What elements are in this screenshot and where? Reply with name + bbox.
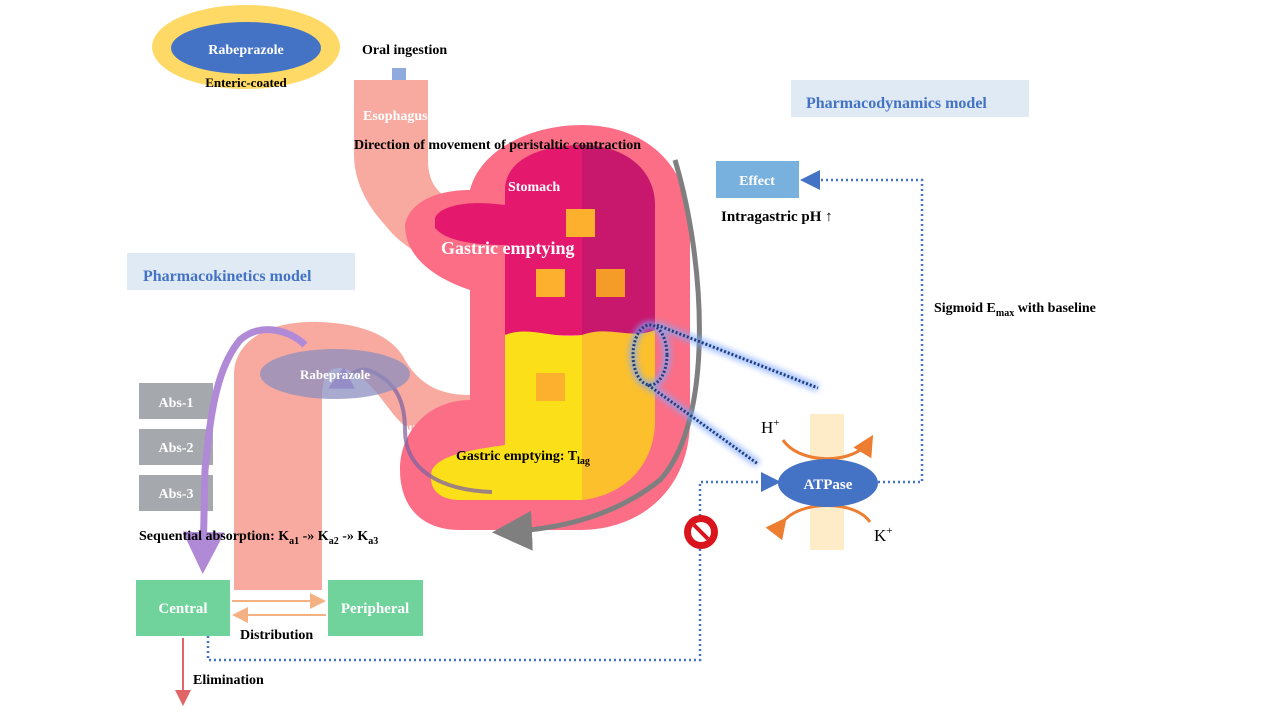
sequential-absorption-label: Sequential absorption: Ka1 -» Ka2 -» Ka3 [139, 529, 378, 547]
abs-1-box [139, 383, 213, 419]
peripheral-label: Peripheral [341, 601, 409, 617]
inhibition-slash [692, 523, 710, 541]
atpase-ellipse [778, 459, 878, 507]
tablet-square-3 [596, 269, 625, 297]
abs-3-label: Abs-3 [158, 487, 193, 502]
zoom-line-top [656, 323, 819, 390]
h-ion-label: H+ [761, 417, 780, 437]
h-ion-arrow [781, 434, 874, 461]
k-ion-label: K+ [874, 525, 893, 545]
abs-3-box [139, 475, 213, 511]
tablet-core [171, 22, 321, 74]
tablet-square-1 [566, 209, 595, 237]
distribution-label: Distribution [240, 628, 313, 643]
pk-title-text: Pharmacokinetics model [143, 268, 312, 285]
inhibition-icon [684, 515, 718, 549]
tablet-coating-label: Enteric-coated [205, 75, 287, 90]
effect-link [800, 170, 924, 484]
intragastric-ph-label: Intragastric pH ↑ [721, 209, 833, 225]
central-label: Central [158, 601, 207, 617]
duodenum-rabeprazole [260, 349, 410, 399]
effect-node: Effect [716, 161, 799, 198]
gastric-emptying-label: Gastric emptying [441, 238, 574, 258]
peripheral-compartment: Peripheral [328, 580, 423, 636]
effect-label: Effect [739, 174, 775, 189]
pd-title-box [791, 80, 1029, 117]
central-compartment: Central [136, 580, 230, 636]
pd-title: Pharmacodynamics model [791, 80, 1029, 117]
abs-steps: Abs-1 Abs-2 Abs-3 [139, 383, 213, 511]
zoom-line-bottom [647, 383, 759, 466]
pk-title: Pharmacokinetics model [127, 253, 355, 290]
effect-box [716, 161, 799, 198]
peripheral-box [328, 580, 423, 636]
stomach [400, 125, 690, 530]
peristalsis-label: Direction of movement of peristaltic con… [354, 138, 641, 153]
abs-2-label: Abs-2 [158, 441, 193, 456]
duodenum-rabeprazole-label: Rabeprazole [300, 367, 370, 382]
elimination-label: Elimination [193, 673, 264, 688]
gastric-emptying-tlag-label: Gastric emptying: Tlag [456, 449, 590, 467]
esophagus-label: Esophagus [363, 109, 428, 124]
tablet-square-2 [536, 269, 565, 297]
absorption-arrow [182, 326, 308, 574]
pd-title-text: Pharmacodynamics model [806, 95, 987, 112]
central-box [136, 580, 230, 636]
sigmoid-emax-label: Sigmoid Emax with baseline [934, 301, 1096, 319]
oral-ingestion-label: Oral ingestion [362, 43, 447, 58]
abs-2-box [139, 429, 213, 465]
pk-title-box [127, 253, 355, 290]
peristalsis-arrow [492, 159, 702, 551]
concentration-link [206, 472, 781, 662]
tablet-square-4 [536, 373, 565, 401]
stomach-label: Stomach [508, 180, 560, 195]
gastric-emptying-band [435, 203, 505, 245]
rabeprazole-tablet: Rabeprazole Enteric-coated [152, 5, 340, 90]
stomach-upper-right [582, 145, 655, 335]
abs-1-label: Abs-1 [158, 396, 193, 411]
tablet-drug-label: Rabeprazole [208, 43, 283, 58]
zoom-indicator [629, 321, 820, 468]
atpase-pump: ATPase H+ K+ [761, 414, 893, 550]
atpase-label: ATPase [804, 477, 853, 493]
